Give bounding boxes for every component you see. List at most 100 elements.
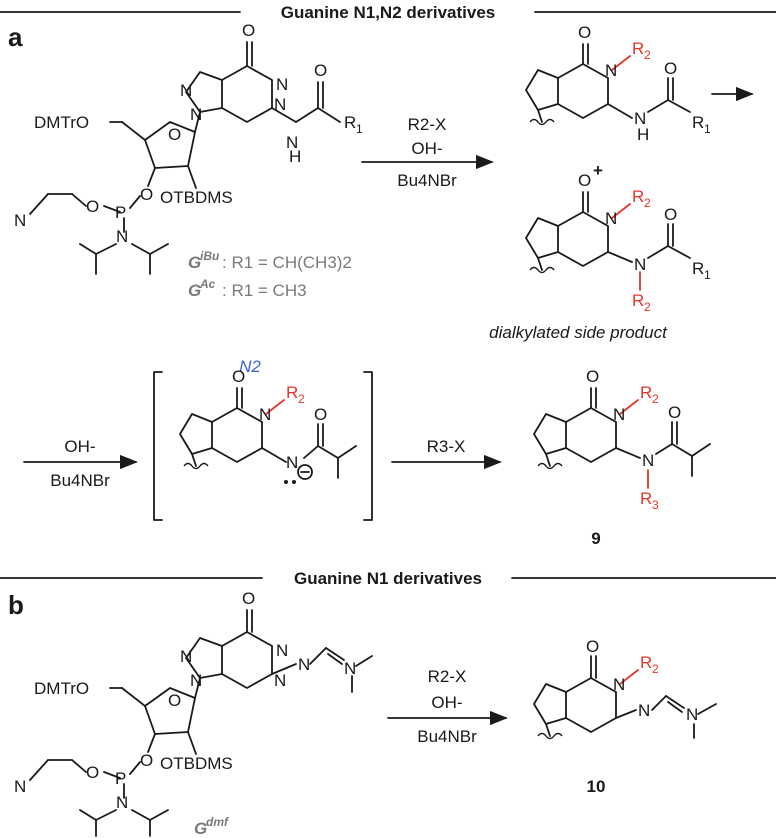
svg-text:O: O: [168, 691, 181, 710]
svg-text:N: N: [276, 75, 288, 94]
phosphoramidite-b: O N N N N N N O DMTrO OTBDMS O P O N N: [14, 589, 373, 837]
compound-9-label: 9: [591, 529, 600, 548]
svg-text:O: O: [664, 205, 677, 224]
svg-text:N: N: [344, 659, 356, 678]
gibu-label: G: [188, 253, 201, 272]
product-dialkylated: O N R 2 N R 2 O R 1: [525, 171, 711, 314]
svg-text:OTBDMS: OTBDMS: [160, 754, 233, 773]
header-b-title: Guanine N1 derivatives: [294, 569, 482, 588]
svg-text:R: R: [640, 489, 652, 508]
phosphoramidite-a: O N N N N O DMTrO OTBDMS O P O N N O N H…: [14, 21, 363, 275]
svg-text:O: O: [578, 23, 591, 42]
reagent-ptc-b: Bu4NBr: [417, 727, 477, 746]
header-a-title: Guanine N1,N2 derivatives: [281, 3, 495, 22]
svg-text:N: N: [276, 641, 288, 660]
reagent-base-b: OH-: [431, 693, 462, 712]
svg-text:O: O: [664, 59, 677, 78]
gac-label: G: [188, 281, 201, 300]
svg-text:1: 1: [356, 122, 363, 136]
svg-text:N: N: [686, 705, 698, 724]
svg-text:N: N: [634, 255, 646, 274]
gac-sup: Ac: [199, 277, 216, 291]
svg-text:N: N: [286, 453, 298, 472]
gac-def: : R1 = CH3: [222, 281, 307, 300]
svg-text:R: R: [632, 39, 644, 58]
bracket-left: [153, 371, 163, 521]
n2-note: N2: [239, 357, 261, 376]
svg-text:N: N: [274, 671, 286, 690]
plus-sign: +: [593, 161, 603, 180]
svg-text:DMTrO: DMTrO: [34, 113, 89, 132]
svg-text:1: 1: [704, 122, 711, 136]
dialkylated-caption: dialkylated side product: [489, 323, 668, 342]
svg-text:P: P: [115, 203, 126, 222]
svg-text:2: 2: [644, 300, 651, 314]
svg-text:2: 2: [644, 196, 651, 210]
svg-text:R: R: [640, 653, 652, 672]
svg-text:O: O: [314, 405, 327, 424]
svg-text:O: O: [140, 185, 153, 204]
reagent-ptc-2: Bu4NBr: [50, 471, 110, 490]
compound-10-label: 10: [587, 777, 606, 796]
svg-text:N: N: [613, 675, 625, 694]
svg-text:R: R: [632, 291, 644, 310]
svg-text:N: N: [298, 655, 310, 674]
compound-9: O N R 2 N R 3 O: [533, 367, 711, 512]
svg-text:R: R: [632, 187, 644, 206]
svg-text:2: 2: [644, 48, 651, 62]
svg-text:R: R: [344, 113, 356, 132]
svg-text:N: N: [274, 95, 286, 114]
gdmf-label: G: [194, 819, 207, 838]
svg-text:O: O: [668, 403, 681, 422]
reagent-alkyl-1: R2-X: [408, 115, 447, 134]
svg-text:R: R: [286, 383, 298, 402]
svg-text:O: O: [242, 21, 255, 40]
gdmf-sup: dmf: [206, 815, 229, 829]
compound-10: O N R 2 N N: [533, 637, 717, 740]
anion-intermediate: O N R 2 N O: [179, 367, 357, 484]
product-monoalkylated: O N R 2 N H O R 1: [525, 23, 711, 144]
panel-a-label: a: [8, 22, 23, 52]
svg-text:N: N: [116, 793, 128, 812]
svg-text:1: 1: [704, 268, 711, 282]
svg-text:N: N: [180, 81, 192, 100]
svg-text:2: 2: [652, 662, 659, 676]
bracket-right: [363, 371, 373, 521]
svg-text:O: O: [140, 751, 153, 770]
svg-text:R: R: [692, 113, 704, 132]
svg-text:N: N: [286, 133, 298, 152]
svg-text:N: N: [634, 109, 646, 128]
svg-text:N: N: [14, 211, 26, 230]
svg-text:R: R: [640, 383, 652, 402]
svg-text:N: N: [259, 405, 271, 424]
reagent-ptc-1: Bu4NBr: [397, 171, 457, 190]
svg-text:O: O: [586, 637, 599, 656]
svg-text:OTBDMS: OTBDMS: [160, 188, 233, 207]
svg-text:H: H: [289, 147, 301, 166]
reagent-base-1: OH-: [411, 139, 442, 158]
gibu-sup: iBu: [200, 249, 220, 263]
svg-text:O: O: [86, 763, 99, 782]
svg-text:O: O: [314, 61, 327, 80]
svg-text:N: N: [180, 647, 192, 666]
reagent-alkyl-b: R2-X: [428, 667, 467, 686]
reagent-base-2: OH-: [64, 437, 95, 456]
svg-text:2: 2: [298, 392, 305, 406]
svg-text:N: N: [605, 209, 617, 228]
svg-text:O: O: [86, 197, 99, 216]
svg-text:N: N: [642, 451, 654, 470]
svg-text:R: R: [692, 259, 704, 278]
gibu-def: : R1 = CH(CH3)2: [222, 253, 352, 272]
svg-text:H: H: [637, 125, 649, 144]
svg-text:N: N: [638, 701, 650, 720]
svg-text:N: N: [605, 61, 617, 80]
panel-b-label: b: [8, 590, 24, 620]
svg-text:N: N: [613, 405, 625, 424]
svg-text:DMTrO: DMTrO: [34, 679, 89, 698]
svg-text:O: O: [168, 125, 181, 144]
svg-text:O: O: [578, 171, 591, 190]
svg-text:N: N: [190, 671, 202, 690]
svg-text:3: 3: [652, 498, 659, 512]
svg-text:O: O: [242, 589, 255, 608]
